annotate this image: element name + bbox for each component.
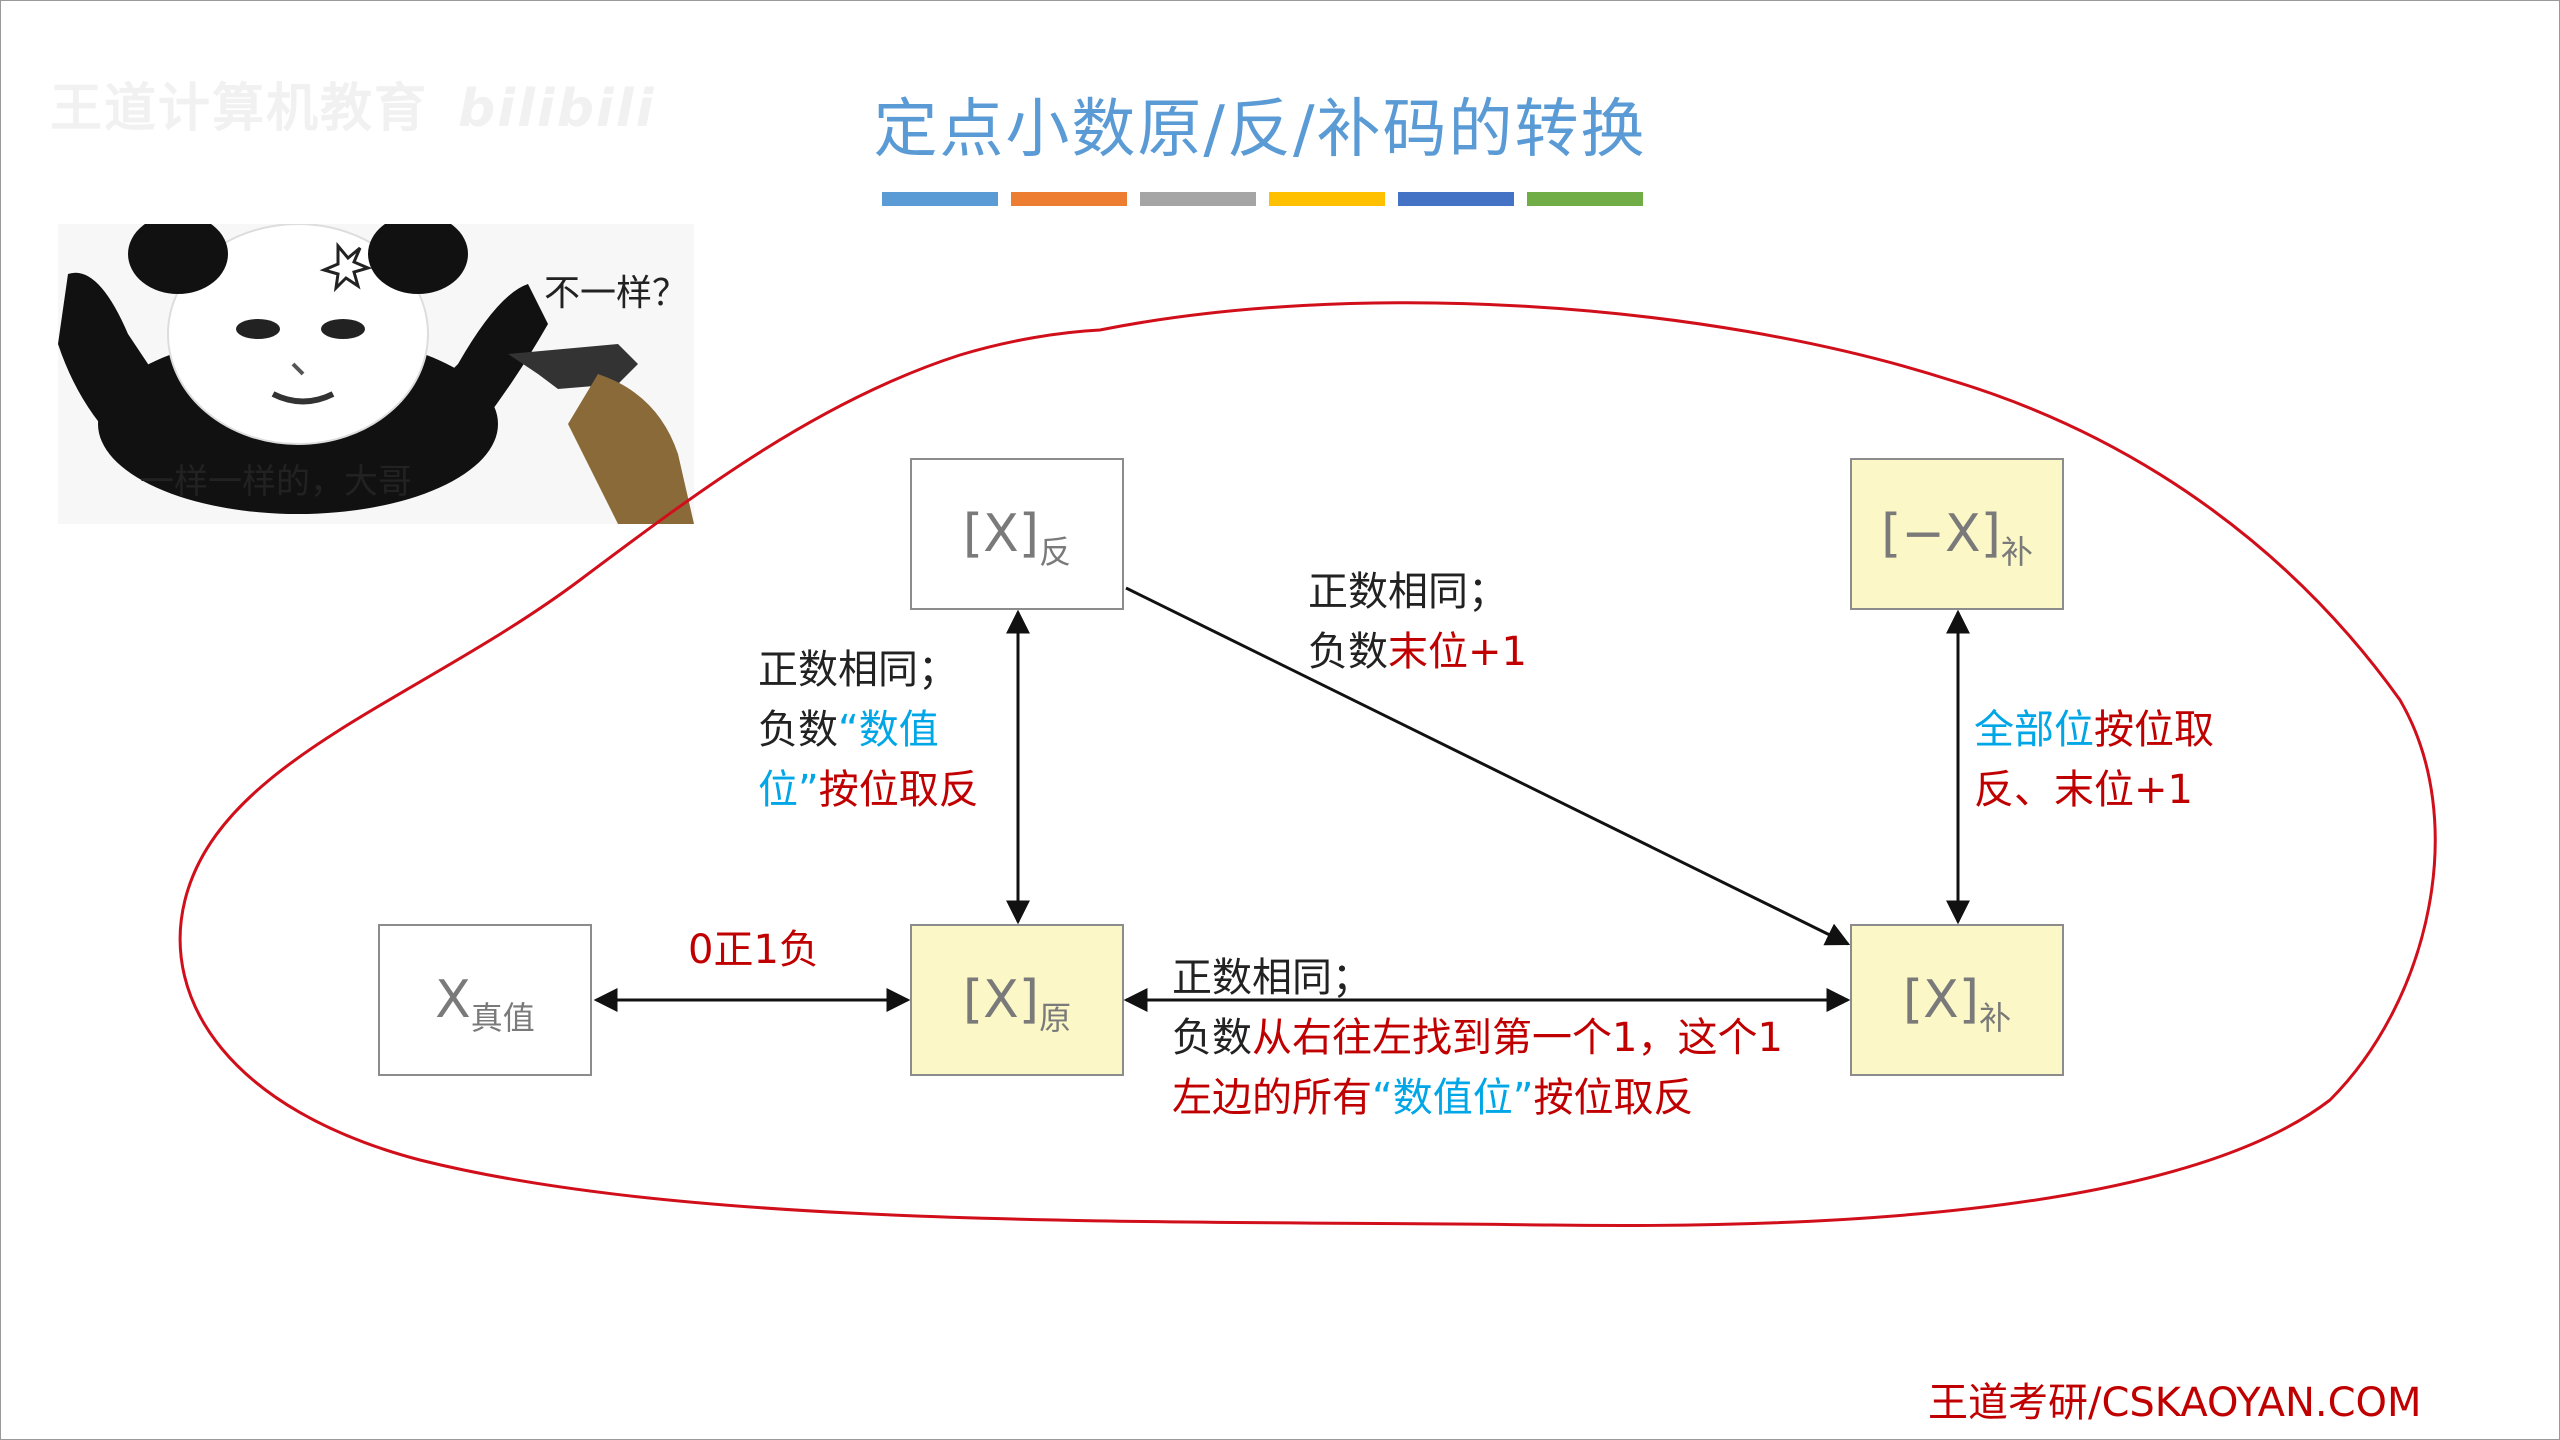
watermark: 王道计算机教育 bilibili (50, 66, 655, 141)
label-orig2t-line3-c: 按位取反 (1533, 1075, 1694, 1121)
label-o2o-line3-a: 位” (758, 767, 819, 813)
color-bar-6 (1527, 192, 1643, 206)
box-twos-sub: 补 (1979, 999, 2012, 1037)
label-orig2t-line3-a: 左边的所有 (1172, 1075, 1372, 1121)
label-o2t-line2: 负数末位+1 (1308, 622, 1527, 682)
meme-caption-bottom: 一样一样的，大哥 (140, 462, 412, 502)
box-ones-main: [X] (962, 504, 1040, 564)
label-o2o-line2-a: 负数 (758, 707, 838, 753)
box-twos-main: [X] (1902, 970, 1980, 1030)
label-original-to-twos: 正数相同； 负数从右往左找到第一个1，这个1 左边的所有“数值位”按位取反 (1172, 948, 1783, 1128)
footer-brand: 王道考研/CSKAOYAN.COM (1928, 1380, 2422, 1426)
box-original-main: [X] (962, 970, 1040, 1030)
label-o2o-line2: 负数“数值 (758, 700, 979, 760)
color-bar-1 (882, 192, 998, 206)
label-o2t-line1: 正数相同； (1308, 569, 1508, 615)
label-orig2t-line3-b: “数值位” (1372, 1075, 1534, 1121)
watermark-text: 王道计算机教育 (50, 79, 429, 139)
label-o2o-line3: 位”按位取反 (758, 760, 979, 820)
hand-drawn-red-outline (178, 301, 2437, 1228)
box-true-value-main: X (435, 970, 471, 1030)
label-o2t-line2-a: 负数 (1308, 629, 1388, 675)
box-ones-sub: 反 (1039, 533, 1072, 571)
box-ones-complement: [X]反 (910, 458, 1124, 610)
label-ones-to-twos: 正数相同； 负数末位+1 (1308, 562, 1527, 682)
label-orig2t-line2-b: 从右往左找到第一个1，这个1 (1252, 1015, 1783, 1061)
label-o2o-line1: 正数相同； (758, 647, 958, 693)
box-neg-twos-sub: 补 (2000, 533, 2033, 571)
label-orig2t-line2-a: 负数 (1172, 1015, 1252, 1061)
label-t2n-line1: 全部位按位取 (1974, 700, 2214, 760)
label-t2n-line2: 反、末位+1 (1974, 767, 2193, 813)
label-orig2t-line3: 左边的所有“数值位”按位取反 (1172, 1068, 1783, 1128)
label-sign-rule: 0正1负 (688, 927, 819, 973)
color-bar-3 (1140, 192, 1256, 206)
slide-title: 定点小数原/反/补码的转换 (873, 93, 1647, 167)
bilibili-logo: bilibili (458, 79, 656, 139)
label-original-to-ones: 正数相同； 负数“数值 位”按位取反 (758, 640, 979, 820)
box-neg-twos-main: [−X] (1881, 504, 2001, 564)
color-bar-5 (1398, 192, 1514, 206)
color-bar-4 (1269, 192, 1385, 206)
meme-caption-top: 不一样？ (544, 273, 689, 314)
box-neg-twos-complement: [−X]补 (1850, 458, 2064, 610)
label-t2n-line1-a: 全部位 (1974, 707, 2094, 753)
arrow-ones-to-twos (1125, 586, 1851, 946)
label-o2t-line2-b: 末位+1 (1388, 629, 1527, 675)
label-orig2t-line1: 正数相同； (1172, 955, 1372, 1001)
label-orig2t-line2: 负数从右往左找到第一个1，这个1 (1172, 1008, 1783, 1068)
label-twos-to-neg: 全部位按位取 反、末位+1 (1974, 700, 2214, 820)
label-o2o-line2-b: “数值 (838, 707, 939, 753)
box-original-sub: 原 (1039, 999, 1072, 1037)
box-true-value-sub: 真值 (470, 999, 535, 1037)
panda-meme-drawing (58, 224, 694, 524)
color-bars (882, 192, 1644, 206)
label-t2n-line1-b: 按位取 (2094, 707, 2214, 753)
panda-meme-icon: 不一样？ 一样一样的，大哥 (58, 224, 694, 524)
box-twos-complement: [X]补 (1850, 924, 2064, 1076)
label-o2o-line3-b: 按位取反 (818, 767, 979, 813)
box-original-code: [X]原 (910, 924, 1124, 1076)
color-bar-2 (1011, 192, 1127, 206)
